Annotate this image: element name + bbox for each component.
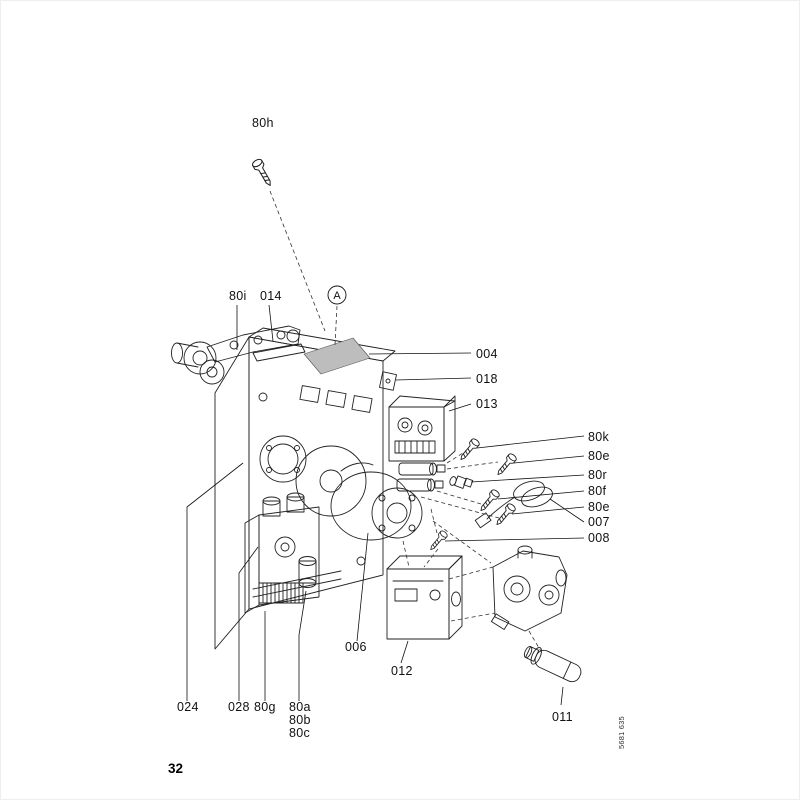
callout-leader-lines — [186, 304, 585, 706]
part-label-013: 013 — [476, 397, 498, 411]
screw-80e-lower-drawing — [493, 501, 518, 528]
part-label-80r: 80r — [588, 468, 607, 482]
drawing-layer — [171, 157, 582, 683]
gas-valve-block-drawing — [244, 492, 320, 614]
part-label-011: 011 — [552, 710, 573, 724]
part-label-80e-lower: 80e — [588, 500, 610, 514]
screw-80k-drawing — [457, 436, 482, 463]
burner-plate-drawing — [214, 327, 396, 650]
cable-coil-007-drawing — [474, 480, 553, 529]
detail-marker-a: A — [327, 285, 347, 305]
part-label-028: 028 — [228, 700, 250, 714]
part-label-80k: 80k — [588, 430, 610, 444]
union-fitting-80r-drawing — [449, 475, 474, 489]
part-label-012: 012 — [391, 664, 413, 678]
document-code: 5681 635 — [617, 716, 626, 749]
part-label-024: 024 — [177, 700, 199, 714]
assembly-axis-lines — [269, 190, 543, 654]
part-label-80c: 80c — [289, 726, 310, 740]
terminal-block-018-drawing — [379, 371, 397, 391]
solenoid-valves-drawing — [396, 462, 446, 492]
part-label-004: 004 — [476, 347, 498, 361]
part-label-80h: 80h — [252, 116, 274, 130]
part-labels: 80h 80i 014 004 018 013 80k 80e 80r 80f … — [177, 116, 610, 740]
screw-80h-drawing — [250, 157, 276, 189]
part-label-018: 018 — [476, 372, 498, 386]
page-number: 32 — [168, 761, 183, 776]
burner-motor-pump-drawing — [295, 445, 423, 541]
detail-marker-a-label: A — [333, 290, 341, 302]
part-label-80g: 80g — [254, 700, 276, 714]
part-label-007: 007 — [588, 515, 610, 529]
part-label-80a: 80a — [289, 700, 311, 714]
screw-80e-upper-drawing — [494, 451, 519, 478]
part-label-80e-upper: 80e — [588, 449, 610, 463]
part-label-80f: 80f — [588, 484, 607, 498]
nozzle-cylinder-011-drawing — [523, 646, 582, 683]
part-label-80b: 80b — [289, 713, 311, 727]
part-label-014: 014 — [260, 289, 282, 303]
part-label-80i: 80i — [229, 289, 247, 303]
part-label-006: 006 — [345, 640, 367, 654]
cover-panel-004-drawing — [303, 337, 371, 375]
pump-unit-drawing — [490, 545, 568, 632]
part-label-008: 008 — [588, 531, 610, 545]
flange-assembly-drawing — [171, 325, 306, 385]
control-box-013-drawing — [388, 395, 456, 462]
control-unit-012-drawing — [386, 555, 463, 640]
